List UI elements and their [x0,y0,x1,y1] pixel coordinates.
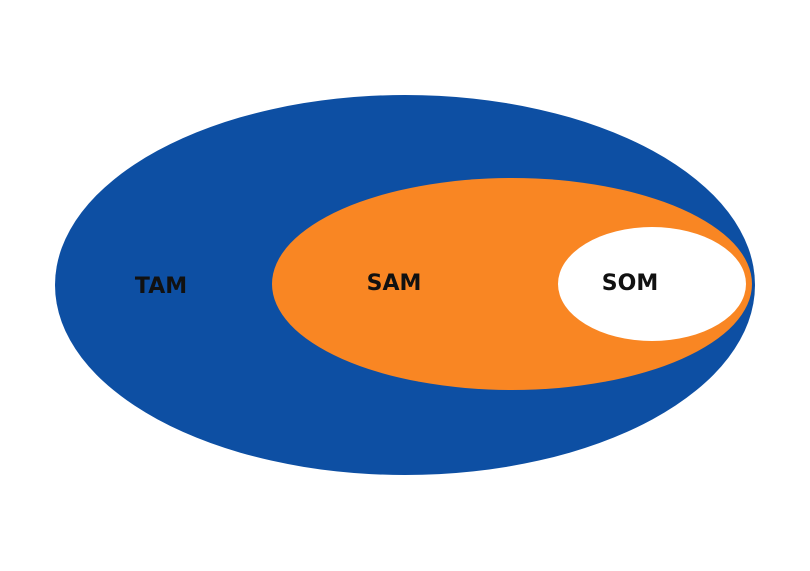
som-label: SOM [602,271,658,296]
sam-label: SAM [367,271,422,296]
tam-label: TAM [135,274,187,299]
som-ellipse [558,227,746,341]
